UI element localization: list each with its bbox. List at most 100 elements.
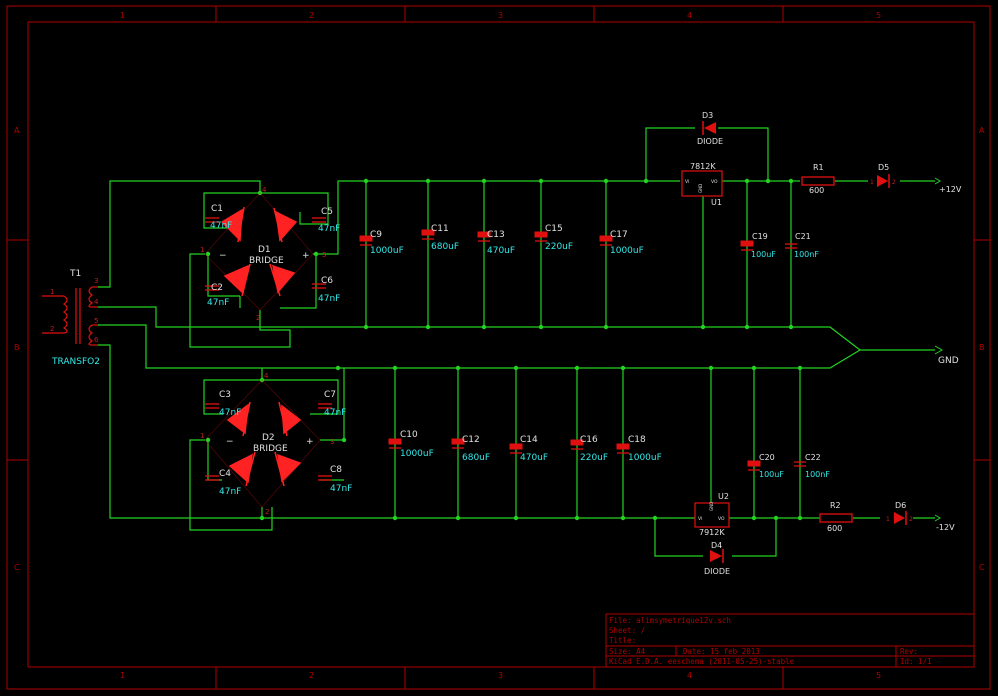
pin-number: 1: [50, 288, 54, 296]
pin-number: 4: [94, 298, 99, 306]
pin-number: 2: [892, 179, 896, 186]
bridge-capacitors: [205, 217, 332, 481]
component-ref: D3: [702, 111, 713, 120]
component-ref: C5: [321, 207, 333, 217]
net-label: -12V: [936, 523, 955, 532]
pin-number: 2: [50, 325, 54, 333]
component-ref: C10: [400, 430, 418, 440]
component-value: DIODE: [697, 137, 723, 146]
transformer-t1[interactable]: 1 2 3 4 5 6 T1 TRANSFO2: [42, 269, 100, 367]
component-value: 220uF: [580, 453, 608, 463]
resistor-r2[interactable]: R2 600: [819, 501, 853, 533]
pin-number: 1: [870, 179, 874, 186]
title-date: Date: 15 feb 2013: [683, 647, 760, 656]
component-value: 1000uF: [400, 449, 434, 459]
pin-number: 6: [94, 336, 99, 344]
component-ref: C21: [795, 232, 811, 241]
component-value: 100nF: [805, 470, 830, 479]
component-ref: R1: [813, 163, 824, 172]
component-ref: C11: [431, 224, 449, 234]
component-ref: C7: [324, 390, 336, 400]
component-value: 1000uF: [370, 246, 404, 256]
pin-label: GND: [709, 502, 714, 511]
pin-number: 2: [256, 314, 260, 322]
component-ref: C14: [520, 435, 538, 445]
component-value: 100nF: [794, 250, 819, 259]
pin-label: VO: [718, 516, 725, 522]
diode-d3[interactable]: D3 DIODE: [697, 111, 723, 146]
component-ref: C20: [759, 453, 775, 462]
component-ref: C18: [628, 435, 646, 445]
col-mark: 4: [687, 671, 692, 680]
component-value: TRANSFO2: [51, 357, 100, 367]
component-ref: C1: [211, 204, 223, 214]
component-value: 1000uF: [628, 453, 662, 463]
output-ground[interactable]: GND: [934, 345, 959, 366]
component-ref: U2: [718, 492, 729, 501]
minus-sign: −: [219, 251, 227, 261]
col-mark: 2: [309, 671, 314, 680]
junction-dots: [205, 178, 803, 521]
output-caps: [740, 240, 806, 471]
resistor-r1[interactable]: R1 600: [801, 163, 835, 195]
bridge-cap-labels: C1 47nF C2 47nF C5 47nF C6 47nF C3 47nF …: [207, 204, 352, 497]
row-mark: C: [14, 563, 20, 572]
pin-number: 4: [264, 372, 269, 380]
component-value: 600: [827, 524, 842, 533]
pin-number: 3: [330, 438, 334, 446]
pin-label: VI: [685, 179, 689, 185]
component-ref: R2: [830, 501, 841, 510]
pin-label: GND: [698, 184, 703, 193]
component-ref: C16: [580, 435, 598, 445]
frame-row-marks: A B C A B C: [14, 126, 985, 572]
component-value: BRIDGE: [253, 444, 288, 454]
row-mark: A: [979, 126, 985, 135]
led-d6[interactable]: D6 1 2: [886, 501, 913, 525]
bridge-d1[interactable]: 1 3 2 4 − + D1 BRIDGE: [200, 186, 326, 322]
component-value: DIODE: [704, 567, 730, 576]
component-ref: C4: [219, 469, 231, 479]
component-value: 100uF: [759, 470, 784, 479]
output-positive[interactable]: +12V: [934, 177, 962, 194]
diode-d4[interactable]: D4 DIODE: [704, 541, 730, 576]
sheet-frame: [6, 5, 991, 690]
component-ref: D6: [895, 501, 906, 510]
pin-number: 2: [265, 508, 269, 516]
component-value: 7912K: [699, 528, 725, 537]
col-mark: 5: [876, 11, 881, 20]
pin-number: 5: [94, 317, 98, 325]
component-ref: C8: [330, 465, 342, 475]
component-ref: C19: [752, 232, 768, 241]
component-value: 680uF: [462, 453, 490, 463]
component-ref: C13: [487, 230, 505, 240]
col-mark: 1: [120, 11, 125, 20]
component-value: 47nF: [219, 408, 241, 418]
regulator-u2[interactable]: U2 7912K VI VO GND: [694, 492, 730, 537]
component-ref: C2: [211, 283, 223, 293]
net-label: +12V: [939, 185, 962, 194]
title-title: Title:: [609, 636, 636, 645]
minus-sign: −: [226, 437, 234, 447]
title-sheet: Sheet: /: [609, 626, 645, 635]
bottom-filter-caps: [388, 438, 630, 454]
col-mark: 3: [498, 671, 503, 680]
top-filter-cap-labels: C9 1000uF C11 680uF C13 470uF C15 220uF …: [370, 224, 644, 256]
component-ref: T1: [69, 269, 81, 279]
pin-number: 4: [262, 186, 267, 194]
led-d5[interactable]: D5 1 2: [870, 163, 896, 188]
component-value: 7812K: [690, 162, 716, 171]
component-value: BRIDGE: [249, 256, 284, 266]
output-negative[interactable]: -12V: [934, 514, 955, 532]
row-mark: C: [979, 563, 985, 572]
component-ref: D1: [258, 245, 271, 255]
regulator-u1[interactable]: 7812K U1 VI VO GND: [681, 162, 723, 207]
component-ref: C17: [610, 230, 628, 240]
component-ref: D2: [262, 433, 275, 443]
component-ref: D5: [878, 163, 889, 172]
bridge-d2[interactable]: 1 3 2 4 − + D2 BRIDGE: [200, 372, 334, 516]
title-file: File: alimsymetrique12v.sch: [609, 616, 731, 625]
output-cap-labels: C19 100uF C21 100nF C20 100uF C22 100nF: [751, 232, 830, 479]
component-value: 680uF: [431, 242, 459, 252]
component-value: 100uF: [751, 250, 776, 259]
